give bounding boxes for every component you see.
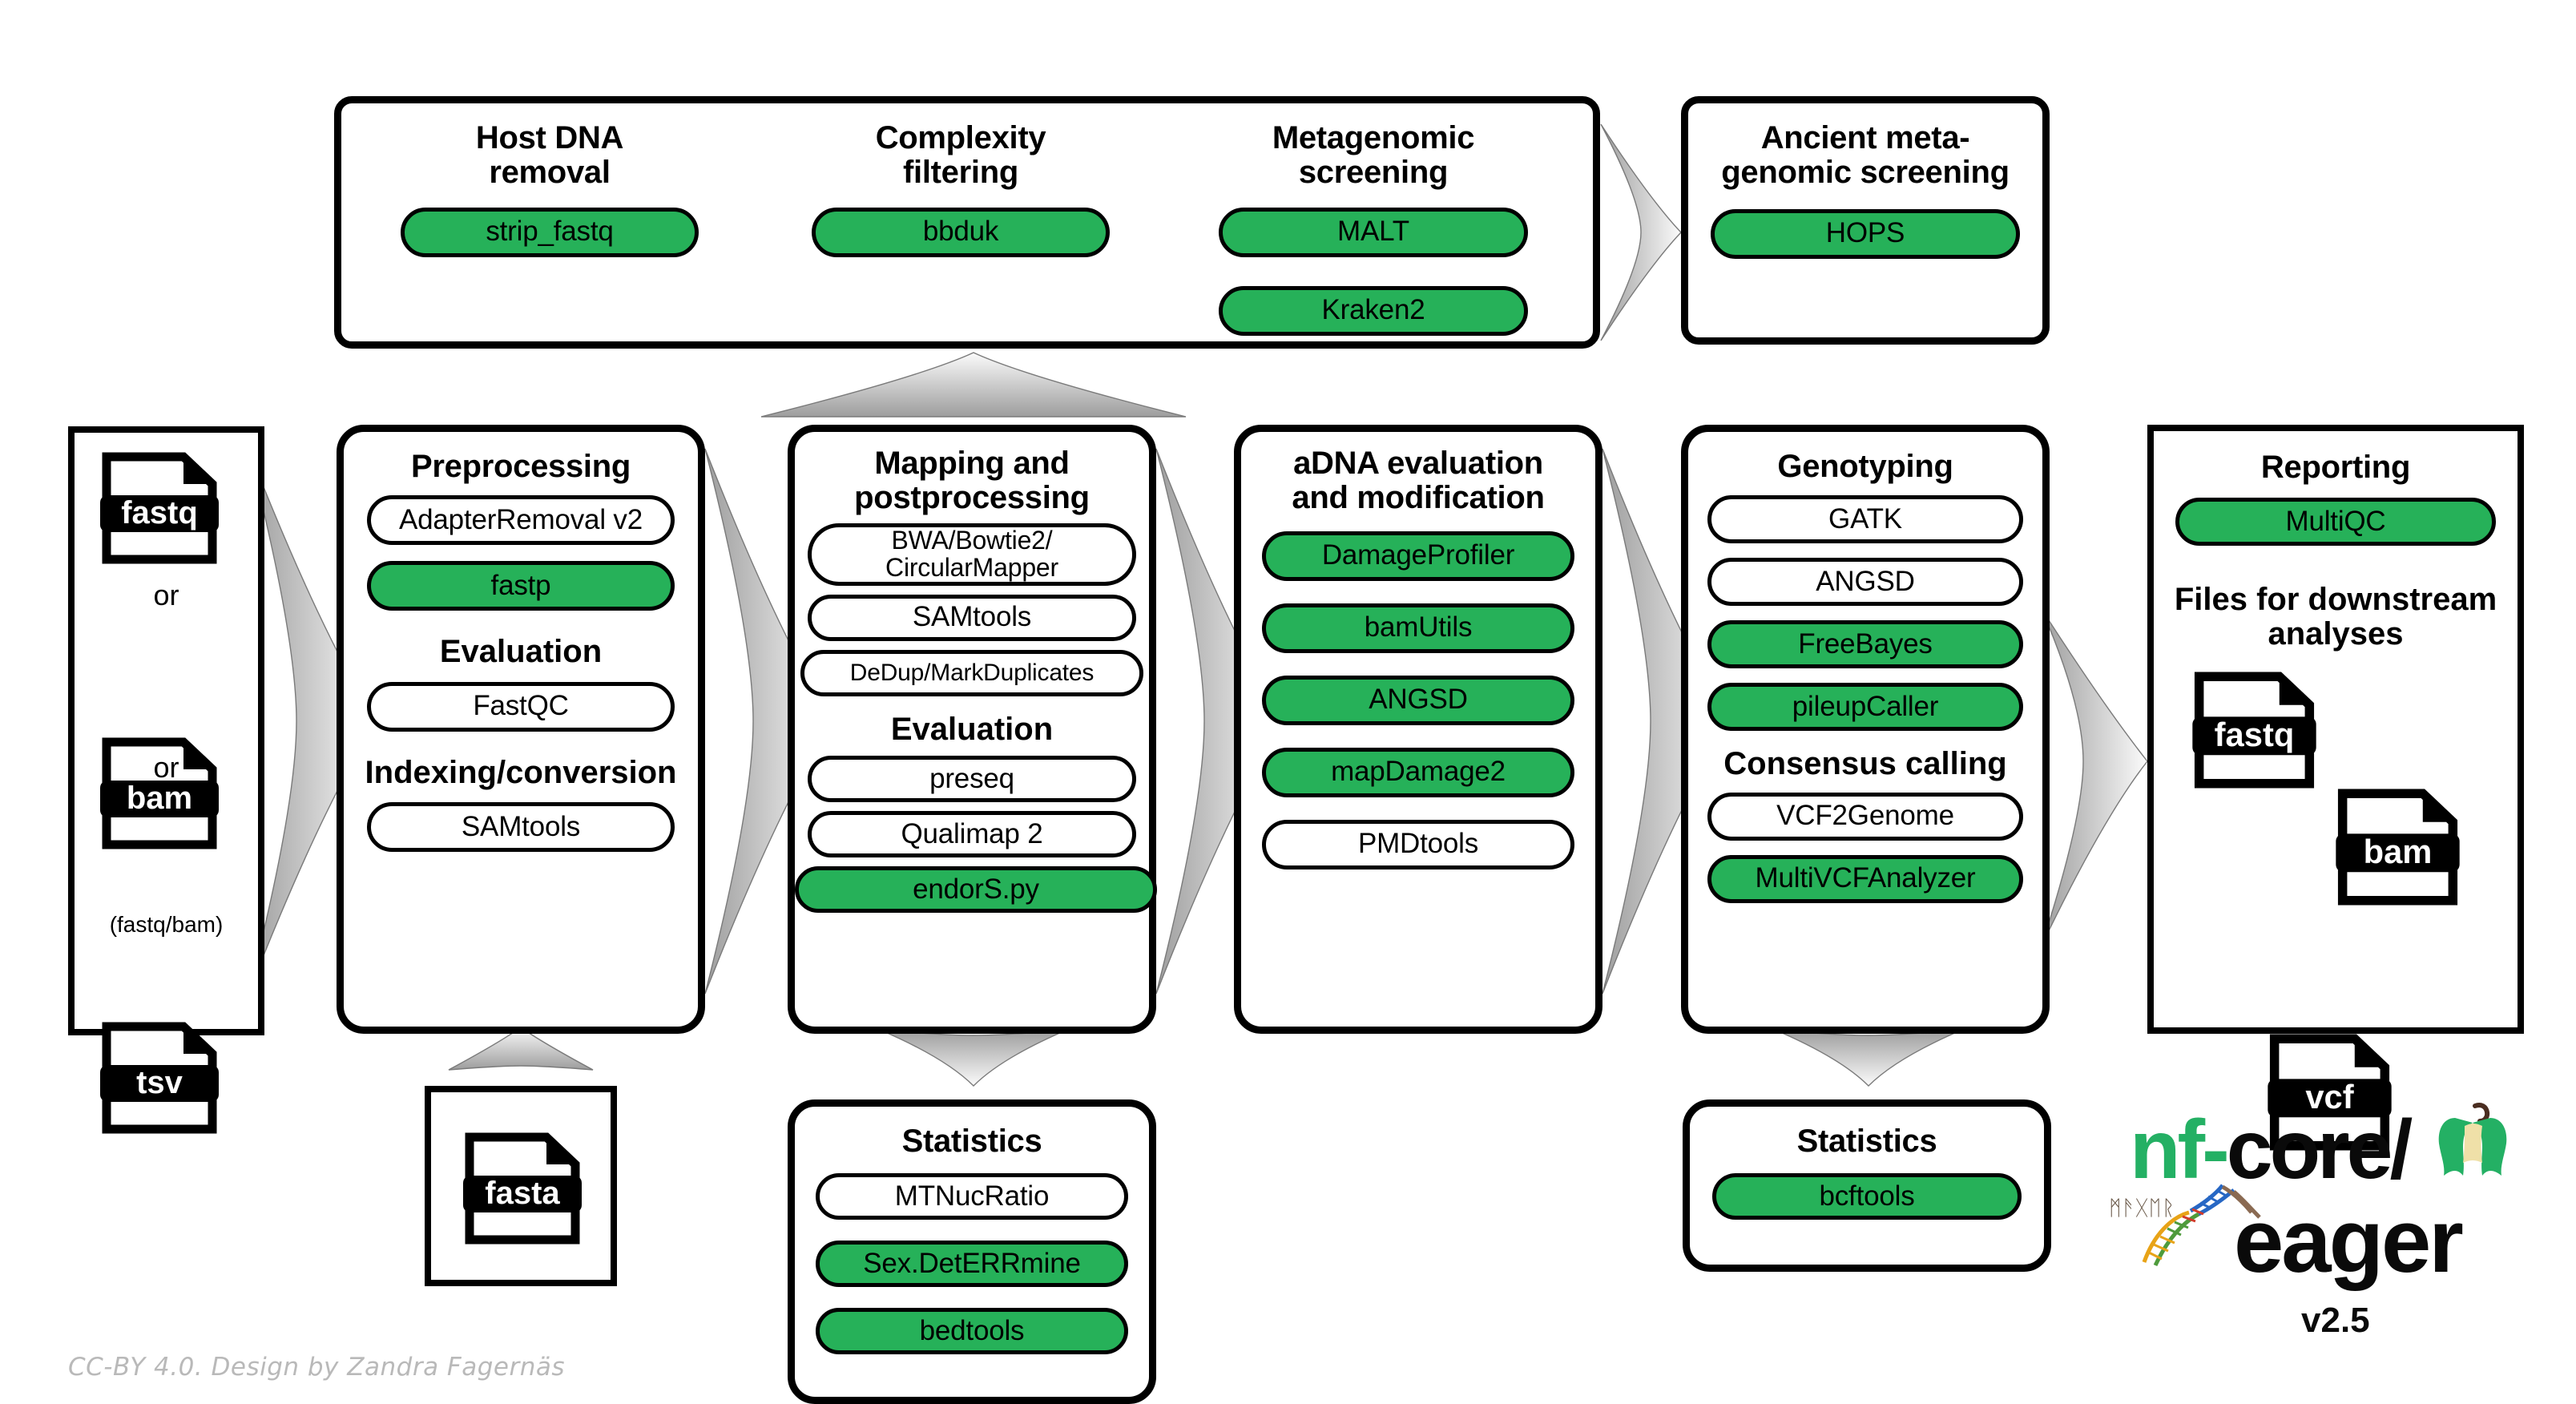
tool-pill-dedup-markduplicates[interactable]: DeDup/MarkDuplicates: [800, 649, 1143, 696]
screening-group-box: Host DNA removal strip_fastq Complexity …: [334, 96, 1600, 349]
svg-text:fasta: fasta: [485, 1176, 560, 1211]
svg-text:vcf: vcf: [2305, 1078, 2353, 1116]
input-note-label: (fastq/bam): [109, 912, 224, 937]
arrow-genotyping-to-reporting: [2041, 608, 2148, 946]
credit-text: CC-BY 4.0. Design by Zandra Fagernäs: [68, 1353, 566, 1382]
apple-core-icon: [2438, 1103, 2507, 1176]
screening-col-host-dna: Host DNA removal strip_fastq: [365, 121, 734, 257]
logo-version: v2.5: [2301, 1301, 2370, 1340]
tool-pill-bamutils[interactable]: bamUtils: [1262, 603, 1574, 653]
stage-box-mapping: Mapping and postprocessing BWA/Bowtie2/ …: [788, 425, 1157, 1034]
stage-title-reporting: Reporting: [2260, 450, 2411, 485]
input-files-box: fastq or bam or tsv (fastq/bam): [68, 426, 264, 1134]
svg-text:bam: bam: [127, 781, 192, 816]
stage-box-statistics-mapping: Statistics MTNucRatio Sex.DetERRmine bed…: [788, 1099, 1156, 1404]
logo-text-core: core/: [2226, 1103, 2413, 1196]
tool-pill-freebayes[interactable]: FreeBayes: [1707, 619, 2023, 668]
stage-title-preprocessing: Preprocessing: [411, 449, 631, 484]
input-or-label-2: or: [153, 751, 179, 784]
file-icon-fastq: fastq: [100, 452, 219, 564]
tool-pill-gatk[interactable]: GATK: [1707, 494, 2023, 543]
section-heading-preprocessing-evaluation: Evaluation: [439, 633, 603, 669]
stage-title-statistics-genotyping: Statistics: [1796, 1124, 1937, 1159]
file-icon-vcf-downstream: vcf: [2268, 1034, 2392, 1151]
file-icon-bam: bam: [100, 737, 219, 849]
file-icon-tsv: tsv: [100, 1022, 219, 1134]
stage-box-adna: aDNA evaluation and modification DamageP…: [1234, 425, 1602, 1034]
reference-fasta-box: fasta: [425, 1086, 617, 1286]
screening-title-complexity: Complexity filtering: [875, 120, 1046, 190]
section-heading-consensus-calling: Consensus calling: [1723, 745, 2007, 781]
logo-text-eager: eager: [2234, 1191, 2464, 1291]
tool-pill-bwa-bowtie2-circularmapper[interactable]: BWA/Bowtie2/ CircularMapper: [808, 522, 1136, 586]
tool-pill-adapterremoval-v2[interactable]: AdapterRemoval v2: [367, 494, 675, 545]
screening-col-complexity: Complexity filtering bbduk: [776, 121, 1145, 257]
svg-text:fastq: fastq: [2215, 716, 2295, 753]
stage-box-preprocessing: Preprocessing AdapterRemoval v2 fastp Ev…: [337, 425, 705, 1034]
tool-pill-malt[interactable]: MALT: [1219, 207, 1528, 257]
screening-title-metagenomic: Metagenomic screening: [1272, 120, 1475, 190]
screening-title-host-dna: Host DNA removal: [475, 120, 624, 190]
stage-title-mapping: Mapping and postprocessing: [854, 446, 1090, 515]
arrow-fasta-to-preprocessing: [448, 1027, 594, 1071]
tool-pill-mtnucratio[interactable]: MTNucRatio: [816, 1172, 1128, 1220]
tool-pill-multiqc[interactable]: MultiQC: [2175, 497, 2496, 546]
section-heading-mapping-evaluation: Evaluation: [890, 711, 1054, 747]
arrow-mapping-to-statistics: [879, 1029, 1068, 1087]
file-icon-fasta: fasta: [463, 1132, 582, 1245]
tool-pill-multivcfanalyzer[interactable]: MultiVCFAnalyzer: [1707, 854, 2023, 903]
arrow-genotyping-to-statistics: [1774, 1029, 1963, 1087]
stage-title-statistics-mapping: Statistics: [901, 1124, 1042, 1159]
stage-box-reporting: Reporting MultiQC Files for downstream a…: [2147, 425, 2524, 1151]
stage-title-genotyping: Genotyping: [1777, 449, 1953, 484]
tool-pill-angsd-adna[interactable]: ANGSD: [1262, 675, 1574, 725]
tool-pill-angsd-genotyping[interactable]: ANGSD: [1707, 557, 2023, 606]
stage-title-adna: aDNA evaluation and modification: [1292, 446, 1545, 515]
logo-line-nf-core: nf-core/: [2130, 1108, 2413, 1192]
downstream-files-heading: Files for downstream analyses: [2174, 581, 2497, 652]
file-icon-fastq-downstream: fastq: [2192, 672, 2316, 789]
section-heading-preprocessing-indexing: Indexing/conversion: [365, 754, 677, 790]
tool-pill-bedtools[interactable]: bedtools: [816, 1307, 1128, 1354]
tool-pill-sex-deterrmine[interactable]: Sex.DetERRmine: [816, 1240, 1128, 1287]
tool-pill-damageprofiler[interactable]: DamageProfiler: [1262, 531, 1574, 581]
svg-text:tsv: tsv: [136, 1065, 183, 1100]
downstream-file-icons: fastq bam vcf: [2154, 672, 2518, 1151]
screening-col-metagenomic: Metagenomic screening MALT Kraken2: [1189, 121, 1558, 336]
logo-text-nf: nf-: [2130, 1103, 2230, 1196]
ancient-screening-box: Ancient meta- genomic screening HOPS: [1681, 96, 2050, 345]
tool-pill-endors-py[interactable]: endorS.py: [795, 866, 1157, 914]
tool-pill-pileupcaller[interactable]: pileupCaller: [1707, 682, 2023, 731]
arrow-screening-to-ancient: [1600, 123, 1682, 341]
file-icon-bam-downstream: bam: [2336, 789, 2460, 906]
input-or-label-1: or: [153, 579, 179, 611]
logo-runes: ᛗᚫᚷᛖᚱ: [2109, 1196, 2176, 1220]
arrow-mapping-to-screening: [760, 352, 1187, 418]
tool-pill-samtools-mapping[interactable]: SAMtools: [808, 594, 1136, 641]
tool-pill-vcf2genome[interactable]: VCF2Genome: [1707, 792, 2023, 841]
tool-pill-qualimap-2[interactable]: Qualimap 2: [808, 811, 1136, 858]
stage-box-statistics-genotyping: Statistics bcftools: [1683, 1099, 2051, 1272]
svg-text:fastq: fastq: [121, 495, 198, 531]
tool-pill-mapdamage2[interactable]: mapDamage2: [1262, 747, 1574, 797]
tool-pill-kraken2[interactable]: Kraken2: [1219, 285, 1528, 336]
svg-text:bam: bam: [2364, 833, 2433, 870]
tool-pill-fastqc[interactable]: FastQC: [367, 681, 675, 732]
tool-pill-hops[interactable]: HOPS: [1711, 208, 2020, 259]
tool-pill-bbduk[interactable]: bbduk: [812, 207, 1110, 257]
tool-pill-bcftools[interactable]: bcftools: [1712, 1172, 2022, 1220]
tool-pill-strip-fastq[interactable]: strip_fastq: [401, 207, 699, 257]
stage-box-genotyping: Genotyping GATK ANGSD FreeBayes pileupCa…: [1681, 425, 2050, 1034]
tool-pill-fastp[interactable]: fastp: [367, 560, 675, 611]
ancient-screening-title: Ancient meta- genomic screening: [1721, 120, 2010, 190]
nf-core-eager-logo: nf-core/ ᛗᚫᚷᛖᚱ eager v2.5: [2099, 1102, 2532, 1342]
tool-pill-pmdtools[interactable]: PMDtools: [1262, 819, 1574, 869]
tool-pill-preseq[interactable]: preseq: [808, 756, 1136, 803]
dna-helix-icon: [2142, 1184, 2261, 1267]
tool-pill-samtools-preprocessing[interactable]: SAMtools: [367, 802, 675, 853]
